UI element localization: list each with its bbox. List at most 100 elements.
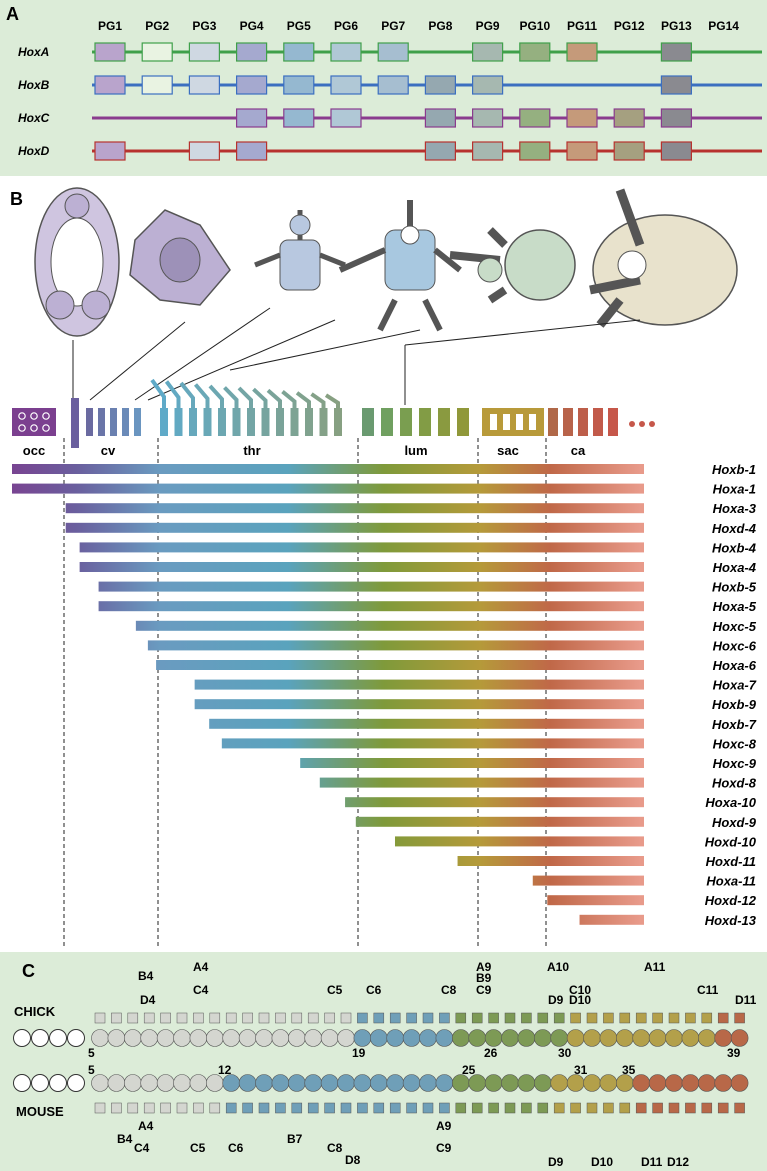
gene-box: [472, 75, 504, 95]
vertebral-column-schematic: [12, 378, 655, 448]
somite: [206, 1029, 224, 1047]
mouse-gene-label: D9: [548, 1155, 564, 1169]
vertebra-square: [275, 1102, 286, 1114]
thoracic-vertebra: [334, 408, 342, 436]
somite: [419, 1074, 437, 1092]
expression-bar: [12, 464, 644, 474]
mouse-gene-label: C6: [228, 1141, 244, 1155]
lumbar-vertebra: [400, 408, 412, 436]
mouse-somite-row: [13, 1074, 749, 1114]
gene-box: [94, 141, 126, 161]
vertebra-square: [340, 1012, 352, 1024]
vertebra-square: [717, 1102, 729, 1114]
somite: [222, 1029, 240, 1047]
somite: [550, 1029, 569, 1047]
chick-gene-label: C9: [476, 983, 492, 997]
vertebra-square: [406, 1012, 417, 1024]
somite: [386, 1029, 405, 1047]
thoracic-vertebra: [319, 408, 328, 436]
vertebra-square: [586, 1012, 598, 1024]
ellipsis-dot: [639, 421, 645, 427]
somite: [320, 1074, 339, 1092]
somite: [320, 1029, 339, 1047]
vertebra-lumbar-illustration: [449, 227, 576, 304]
chick-gene-label: D4: [140, 993, 156, 1007]
vertebra-square: [652, 1102, 663, 1114]
somite: [369, 1029, 388, 1047]
somite: [304, 1074, 323, 1092]
somite: [665, 1074, 683, 1092]
somite: [501, 1029, 519, 1047]
chick-gene-label: C10: [569, 983, 591, 997]
lumbar-vertebra: [419, 408, 431, 436]
vertebra-square: [291, 1102, 303, 1114]
gene-label: Hoxa-11: [706, 874, 756, 889]
gene-box: [283, 42, 315, 62]
gene-label: Hoxc-8: [713, 736, 757, 751]
somite: [648, 1029, 667, 1047]
cervical-vertebra: [98, 408, 105, 436]
vertebra-square: [225, 1012, 237, 1024]
vertebra-sacral-illustration: [589, 188, 738, 328]
gene-box: [519, 141, 551, 161]
rib: [208, 384, 224, 408]
expression-bar: [355, 816, 644, 827]
somite: [550, 1074, 569, 1092]
caudal-vertebra: [608, 408, 618, 436]
expression-bar: [98, 581, 645, 592]
panel-b: B: [10, 187, 757, 948]
somite: [501, 1074, 519, 1092]
somite: [189, 1074, 208, 1092]
sacral-foramen: [529, 414, 536, 430]
somite: [173, 1029, 191, 1047]
chick-label: CHICK: [14, 1004, 56, 1019]
sacral-foramen: [503, 414, 510, 430]
gene-box: [94, 75, 126, 95]
vertebra-square: [209, 1102, 221, 1114]
panel-c-background: [0, 952, 767, 1171]
mouse-gene-label: A4: [138, 1119, 154, 1133]
caudal-vertebra: [593, 408, 603, 436]
somite: [615, 1074, 634, 1092]
somite: [337, 1074, 355, 1092]
expression-bar: [221, 738, 644, 749]
gene-box: [566, 42, 598, 62]
thoracic-vertebra: [290, 408, 299, 436]
vertebra-square: [668, 1012, 680, 1024]
pg-label: PG1: [98, 19, 122, 33]
somite: [353, 1029, 372, 1047]
chick-gene-label: A4: [193, 960, 209, 974]
vertebra-square: [143, 1012, 155, 1024]
somite: [484, 1029, 503, 1047]
somite: [697, 1029, 716, 1047]
gene-box: [424, 108, 456, 128]
vertebra-square: [209, 1012, 221, 1024]
gene-box: [377, 75, 409, 95]
vertebra-square: [537, 1102, 549, 1114]
mouse-somite-number: 35: [622, 1063, 636, 1077]
gene-label: Hoxb-9: [712, 697, 757, 712]
gene-label: Hoxb-7: [712, 717, 757, 732]
vertebra-square: [701, 1012, 713, 1024]
thoracic-vertebra: [276, 408, 284, 436]
vertebra-square: [488, 1102, 499, 1114]
sacral-foramen: [490, 414, 497, 430]
somite: [271, 1029, 290, 1047]
pg-label: PG12: [614, 19, 645, 33]
somite: [435, 1074, 454, 1092]
vertebra-square: [570, 1102, 581, 1114]
vertebra-square: [439, 1102, 450, 1114]
occipital-somite: [49, 1029, 67, 1047]
gene-label: Hoxd-9: [712, 815, 757, 830]
somite: [517, 1074, 536, 1092]
mouse-gene-label: C8: [327, 1141, 343, 1155]
vertebra-square: [553, 1012, 565, 1024]
gene-label: Hoxa-1: [713, 482, 756, 497]
vertebra-square: [193, 1012, 204, 1024]
expression-bar: [300, 758, 644, 768]
region-label-sac: sac: [497, 443, 519, 458]
vertebra-square: [94, 1102, 106, 1114]
chick-gene-label: A9: [476, 960, 492, 974]
pg-label: PG5: [287, 19, 311, 33]
